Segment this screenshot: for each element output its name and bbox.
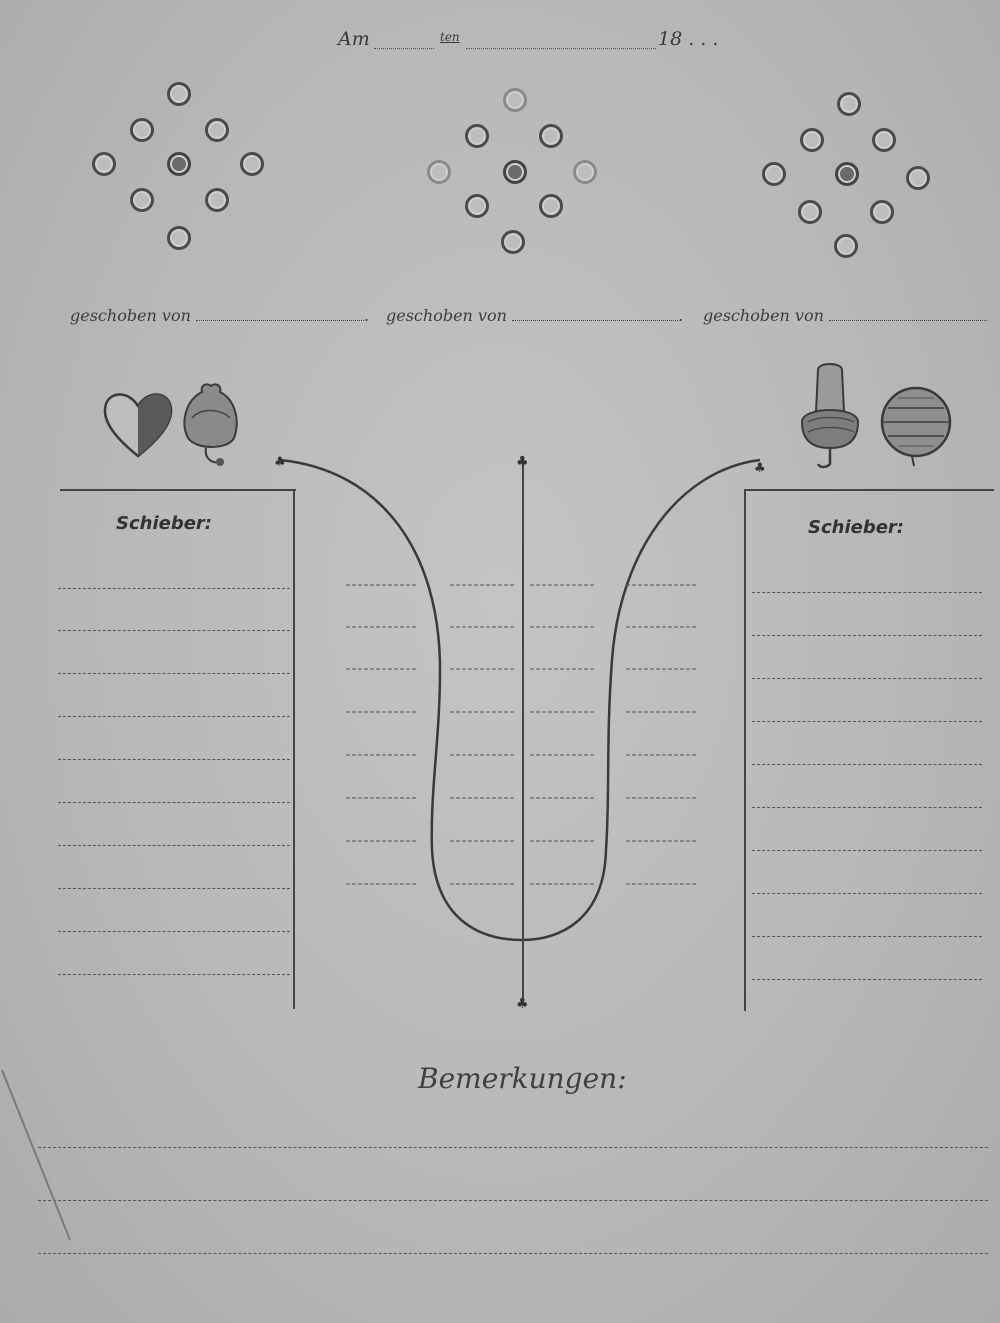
bemerkungen-label: Bemerkungen: [418,1062,627,1095]
score-line[interactable] [58,673,290,674]
pattern-left [88,78,278,268]
geschoben-label: geschoben von [386,306,507,325]
score-line[interactable] [58,802,290,803]
hole [539,124,563,148]
hole [837,92,861,116]
date-line: Am ten 18 . . . [338,28,738,54]
hole [167,226,191,250]
remarks-line[interactable] [38,1147,988,1148]
svg-text:♣: ♣ [274,455,286,470]
center-u-diagram: ♣ ♣ ♣ ♣ [274,454,766,1012]
hole [205,188,229,212]
paper-crease [1,1069,71,1241]
hole [167,82,191,106]
score-line[interactable] [58,845,290,846]
geschoben-left: geschoben von . [70,306,370,325]
hole [906,166,930,190]
svg-text:♣: ♣ [754,461,766,476]
svg-text:♣: ♣ [516,454,529,470]
center-hole [503,160,527,184]
score-line[interactable] [752,936,982,937]
year-label: 18 . . . [658,28,719,50]
score-line[interactable] [58,974,290,975]
score-line[interactable] [58,759,290,760]
score-line[interactable] [58,888,290,889]
hole [501,230,525,254]
svg-text:♣: ♣ [516,996,529,1012]
hole [798,200,822,224]
center-hole [835,162,859,186]
hole [130,188,154,212]
score-line[interactable] [752,807,982,808]
hole [427,160,451,184]
ten-label: ten [440,30,460,44]
pattern-right [758,88,948,278]
schieber-left-label: Schieber: [116,513,212,534]
geschoben-middle: geschoben von . [386,306,684,325]
hole [573,160,597,184]
heart-icon [103,393,173,458]
score-line[interactable] [752,893,982,894]
hole [465,194,489,218]
left-bracket-top [60,489,296,491]
hole [92,152,116,176]
hole [872,128,896,152]
am-label: Am [338,28,370,50]
ball-icon [880,386,952,467]
geschoben-label: geschoben von [70,306,191,325]
score-line[interactable] [752,721,982,722]
score-line[interactable] [752,678,982,679]
hole [130,118,154,142]
score-line[interactable] [752,850,982,851]
hole [240,152,264,176]
geschoben-field[interactable] [829,308,987,321]
score-line[interactable] [752,592,982,593]
left-bracket-side [293,489,295,1009]
score-line[interactable] [752,764,982,765]
center-hole [167,152,191,176]
hole [465,124,489,148]
score-line[interactable] [752,979,982,980]
geschoben-right: geschoben von [703,306,987,325]
hole [762,162,786,186]
score-line[interactable] [58,630,290,631]
hole [870,200,894,224]
score-line[interactable] [58,931,290,932]
acorn-icon [800,363,860,469]
remarks-line[interactable] [38,1253,988,1254]
hole [503,88,527,112]
hole [800,128,824,152]
month-field[interactable] [466,30,656,49]
score-line[interactable] [58,716,290,717]
bell-icon [183,383,238,466]
hole [539,194,563,218]
schieber-right-label: Schieber: [808,517,904,538]
right-bracket-side [744,489,746,1011]
pattern-middle [423,86,613,276]
hole [834,234,858,258]
hole [205,118,229,142]
score-line[interactable] [58,588,290,589]
day-field[interactable] [374,30,434,49]
geschoben-label: geschoben von [703,306,824,325]
score-line[interactable] [752,635,982,636]
geschoben-field[interactable] [196,308,364,321]
remarks-line[interactable] [38,1200,988,1201]
geschoben-field[interactable] [512,308,678,321]
right-bracket-top [744,489,994,491]
